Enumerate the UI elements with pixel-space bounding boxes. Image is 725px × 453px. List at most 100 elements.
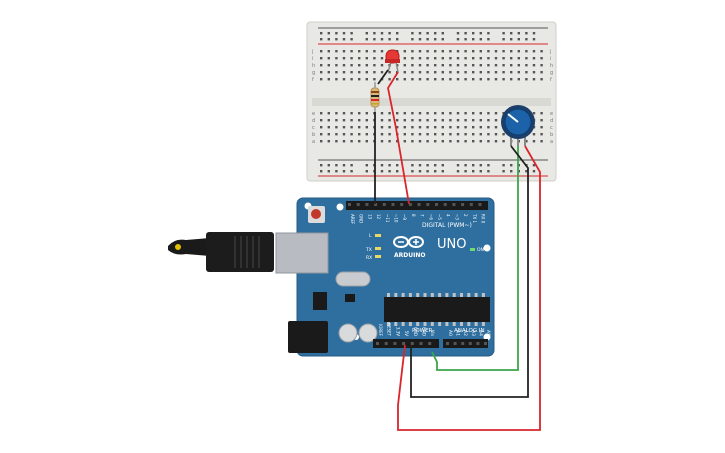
rail-hole[interactable] — [411, 32, 414, 35]
breadboard-hole[interactable] — [494, 78, 498, 81]
breadboard-hole[interactable] — [426, 78, 429, 81]
breadboard-hole[interactable] — [396, 78, 399, 81]
rail-hole[interactable] — [502, 38, 505, 41]
breadboard-hole[interactable] — [479, 78, 482, 81]
breadboard-hole[interactable] — [532, 71, 536, 74]
breadboard-hole[interactable] — [510, 64, 513, 67]
breadboard-hole[interactable] — [411, 112, 414, 115]
breadboard-hole[interactable] — [540, 140, 543, 143]
breadboard-hole[interactable] — [411, 71, 414, 74]
rail-hole[interactable] — [472, 170, 475, 173]
rail-hole[interactable] — [426, 164, 429, 167]
breadboard-hole[interactable] — [320, 64, 323, 67]
breadboard-hole[interactable] — [464, 64, 467, 67]
breadboard-hole[interactable] — [388, 119, 391, 122]
breadboard-hole[interactable] — [464, 78, 467, 81]
rail-hole[interactable] — [418, 170, 422, 173]
breadboard-hole[interactable] — [335, 71, 338, 74]
breadboard-hole[interactable] — [540, 57, 543, 60]
breadboard-hole[interactable] — [464, 126, 467, 129]
breadboard-hole[interactable] — [411, 133, 414, 136]
breadboard-hole[interactable] — [434, 78, 437, 81]
breadboard-hole[interactable] — [327, 112, 330, 115]
digital-pin-socket[interactable] — [400, 203, 404, 206]
rail-hole[interactable] — [441, 164, 444, 167]
breadboard-hole[interactable] — [335, 57, 338, 60]
breadboard-hole[interactable] — [441, 126, 444, 129]
breadboard-hole[interactable] — [479, 57, 482, 60]
breadboard-hole[interactable] — [494, 50, 498, 53]
breadboard-hole[interactable] — [426, 57, 429, 60]
breadboard-hole[interactable] — [365, 71, 368, 74]
rail-hole[interactable] — [456, 38, 460, 41]
breadboard-hole[interactable] — [449, 78, 452, 81]
breadboard-hole[interactable] — [494, 140, 498, 143]
breadboard-hole[interactable] — [320, 50, 323, 53]
power-pin-socket[interactable] — [402, 342, 406, 345]
breadboard-hole[interactable] — [380, 119, 384, 122]
rail-hole[interactable] — [327, 170, 330, 173]
digital-pin-socket[interactable] — [478, 203, 482, 206]
breadboard-hole[interactable] — [358, 112, 361, 115]
breadboard-hole[interactable] — [449, 112, 452, 115]
breadboard-hole[interactable] — [487, 112, 490, 115]
rail-hole[interactable] — [434, 170, 437, 173]
breadboard-hole[interactable] — [426, 119, 429, 122]
breadboard-hole[interactable] — [335, 119, 338, 122]
digital-pin-socket[interactable] — [391, 203, 395, 206]
breadboard-hole[interactable] — [510, 71, 513, 74]
power-pin-socket[interactable] — [419, 342, 423, 345]
breadboard-hole[interactable] — [449, 50, 452, 53]
breadboard-hole[interactable] — [418, 64, 422, 67]
breadboard-hole[interactable] — [388, 126, 391, 129]
breadboard-hole[interactable] — [479, 50, 482, 53]
breadboard-hole[interactable] — [434, 119, 437, 122]
breadboard-hole[interactable] — [418, 126, 422, 129]
breadboard-hole[interactable] — [388, 133, 391, 136]
breadboard-hole[interactable] — [487, 57, 490, 60]
wire-led-to-resistor[interactable] — [377, 69, 389, 85]
breadboard-hole[interactable] — [456, 126, 460, 129]
breadboard-hole[interactable] — [540, 64, 543, 67]
breadboard-hole[interactable] — [540, 119, 543, 122]
breadboard-hole[interactable] — [342, 119, 346, 122]
breadboard-hole[interactable] — [472, 133, 475, 136]
breadboard-hole[interactable] — [380, 50, 384, 53]
breadboard-hole[interactable] — [426, 71, 429, 74]
breadboard-hole[interactable] — [350, 133, 353, 136]
breadboard-hole[interactable] — [403, 133, 406, 136]
breadboard-hole[interactable] — [441, 78, 444, 81]
wire-led-to-pin9[interactable] — [387, 71, 410, 205]
rail-hole[interactable] — [464, 164, 467, 167]
breadboard-hole[interactable] — [335, 78, 338, 81]
rail-hole[interactable] — [464, 32, 467, 35]
rail-hole[interactable] — [487, 164, 490, 167]
rail-hole[interactable] — [418, 32, 422, 35]
rail-hole[interactable] — [342, 164, 346, 167]
rail-hole[interactable] — [434, 164, 437, 167]
rail-hole[interactable] — [320, 38, 323, 41]
rail-hole[interactable] — [335, 170, 338, 173]
rail-hole[interactable] — [335, 164, 338, 167]
breadboard-hole[interactable] — [388, 71, 391, 74]
breadboard-hole[interactable] — [456, 140, 460, 143]
breadboard-hole[interactable] — [373, 78, 376, 81]
breadboard-hole[interactable] — [320, 112, 323, 115]
rail-hole[interactable] — [350, 170, 353, 173]
breadboard-hole[interactable] — [456, 64, 460, 67]
breadboard-hole[interactable] — [456, 71, 460, 74]
breadboard-hole[interactable] — [464, 112, 467, 115]
rail-hole[interactable] — [517, 38, 520, 41]
breadboard-hole[interactable] — [441, 119, 444, 122]
rail-hole[interactable] — [350, 32, 353, 35]
breadboard-hole[interactable] — [403, 71, 406, 74]
breadboard-hole[interactable] — [525, 71, 528, 74]
breadboard-hole[interactable] — [327, 133, 330, 136]
rail-hole[interactable] — [418, 164, 422, 167]
rail-hole[interactable] — [472, 38, 475, 41]
breadboard-hole[interactable] — [365, 57, 368, 60]
breadboard-hole[interactable] — [350, 50, 353, 53]
breadboard-hole[interactable] — [517, 78, 520, 81]
breadboard-hole[interactable] — [411, 78, 414, 81]
